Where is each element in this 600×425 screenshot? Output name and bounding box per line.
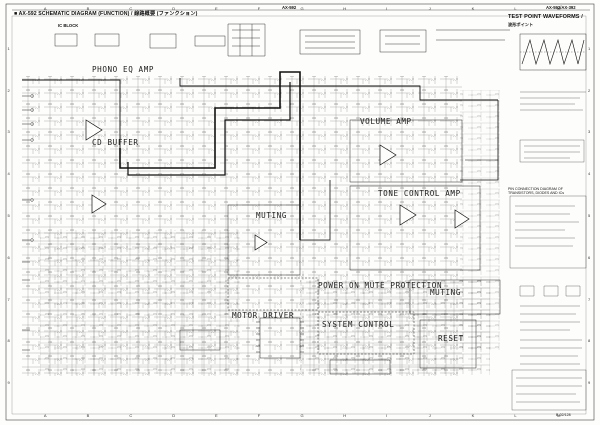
page-number: B-02/128 [556,413,571,417]
grid-col-top-D: D [172,5,176,11]
grid-row-left-4: 4 [7,171,10,177]
grid-row-left-1: 1 [7,45,10,51]
block-label-volume-amp: VOLUME AMP [360,117,412,126]
grid-col-top-C: C [129,5,133,11]
grid-row-left-2: 2 [7,87,10,93]
block-label-system-control: SYSTEM CONTROL [322,320,395,329]
grid-col-bottom-C: C [129,413,133,418]
grid-col-top-K: K [471,5,475,11]
grid-row-right-4: 4 [588,171,591,177]
grid-row-right-2: 2 [588,87,591,93]
block-label-muting: MUTING [256,211,288,220]
grid-col-top-H: H [343,5,347,11]
grid-row-left-5: 5 [7,213,10,218]
grid-row-right-8: 8 [588,338,591,344]
block-label-reset: RESET [438,334,464,343]
grid-row-right-5: 5 [588,213,591,218]
grid-col-top-A: A [43,5,47,11]
waveforms-title: TEST POINT WAVEFORMS / [508,14,583,20]
block-label-tone-control-amp: TONE CONTROL AMP [378,189,461,198]
grid-col-top-F: F [257,5,261,11]
grid-col-top-G: G [300,5,304,11]
grid-col-top-L: L [514,5,517,11]
waveforms-subtitle: 波形ポイント [508,22,534,27]
ic-block-label: IC BLOCK [58,23,79,28]
pin-connection-note: PIN CONNECTION DIAGRAM OF TRANSISTORS, D… [508,187,565,195]
grid-col-top-B: B [86,5,90,11]
block-label-cd-buffer: CD BUFFER [92,138,139,147]
grid-col-bottom-B: B [86,413,90,418]
grid-col-bottom-K: K [471,413,475,418]
grid-col-top-J: J [428,5,431,11]
grid-col-top-M: M [557,5,561,11]
block-label-phono-eq-amp: PHONO EQ AMP [92,65,155,74]
grid-col-bottom-D: D [172,413,176,418]
grid-row-left-6: 6 [7,254,10,260]
grid-col-top-E: E [214,5,218,11]
grid-row-right-3: 3 [588,129,591,135]
grid-col-bottom-J: J [428,413,431,418]
grid-col-bottom-M: M [557,413,561,418]
grid-col-bottom-E: E [214,413,218,418]
grid-col-bottom-G: G [300,413,304,418]
grid-row-left-9: 9 [7,380,10,386]
model-center-label: AX-592 [282,5,297,10]
grid-row-left-3: 3 [7,129,10,135]
grid-row-right-7: 7 [588,296,591,302]
grid-row-left-7: 7 [7,296,10,302]
grid-col-bottom-I: I [386,413,388,418]
grid-col-bottom-L: L [514,413,517,418]
grid-row-right-9: 9 [588,380,591,386]
grid-col-bottom-F: F [257,413,261,418]
grid-col-bottom-H: H [343,413,347,418]
block-label-motor-driver: MOTOR DRIVER [232,311,295,320]
block-label-power-on-mute-protection: POWER ON MUTE PROTECTION [318,281,443,290]
diagram-title: ■ AX-592 SCHEMATIC DIAGRAM (FUNCTION) / … [14,11,198,17]
grid-row-right-6: 6 [588,254,591,260]
block-label-muting-2: MUTING [430,288,462,297]
grid-row-right-1: 1 [588,45,591,51]
grid-row-left-8: 8 [7,338,10,344]
grid-col-bottom-A: A [43,413,47,418]
grid-col-top-I: I [386,5,388,11]
model-right-label: AX-592/AX-392 [546,5,576,10]
